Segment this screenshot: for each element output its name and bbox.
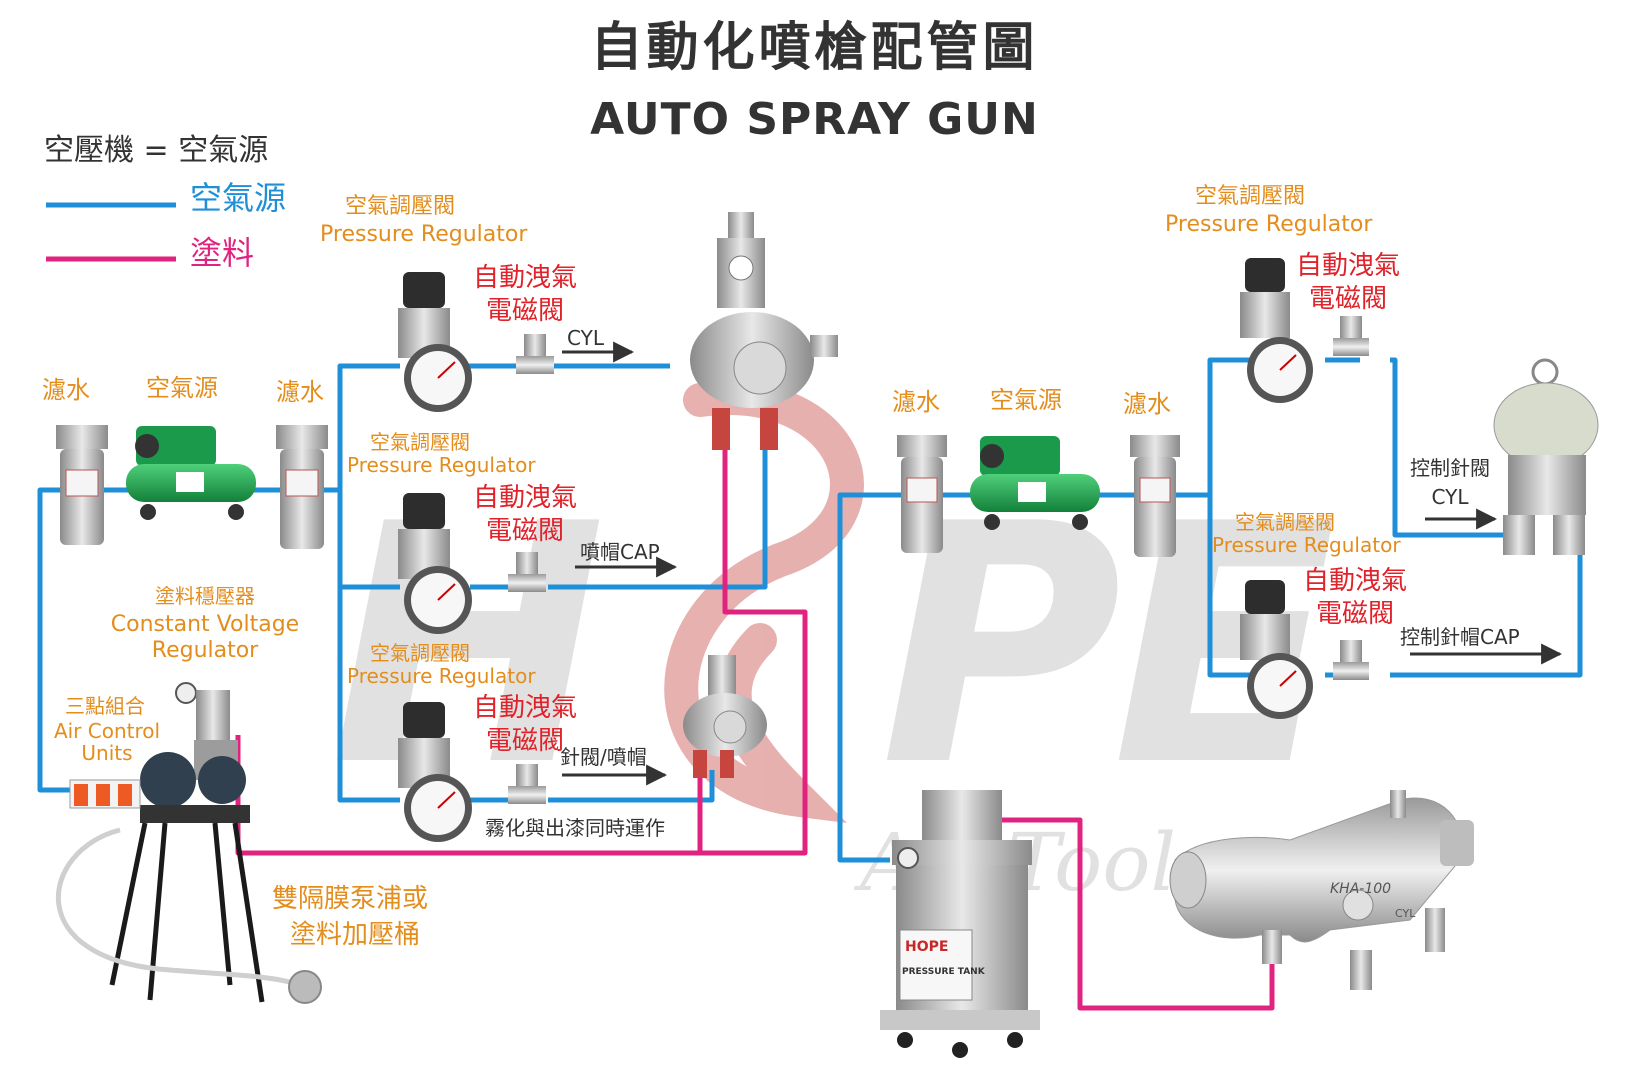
left-reg3-zh: 空氣調壓閥 [370, 641, 470, 665]
right-sol2-label: 自動洩氣電磁閥 [1290, 565, 1420, 630]
left-filter-right-label: 濾水 [276, 378, 324, 406]
left-sol3-line2: 電磁閥 [485, 725, 564, 756]
pressure-regulator-right-1 [1240, 258, 1313, 403]
direction-arrows [562, 341, 1563, 786]
pressure-regulator-right-2 [1240, 580, 1313, 719]
left-sol2-line2: 電磁閥 [485, 515, 564, 546]
paint-regulator-zh: 塗料穩壓器 [155, 584, 255, 608]
diaphragm-pump [55, 682, 322, 1004]
paint-regulator-en-2: Regulator [151, 638, 259, 663]
page-title-en: AUTO SPRAY GUN [590, 94, 1039, 145]
right-filter-right-label: 濾水 [1123, 390, 1171, 418]
spray-gun-kha-100 [1169, 790, 1474, 990]
pressure-regulator-left-2 [398, 493, 472, 634]
pump-label-1: 雙隔膜泵浦或 [272, 884, 429, 914]
left-reg1-zh: 空氣調壓閥 [345, 194, 456, 219]
right-reg2-zh: 空氣調壓閥 [1235, 510, 1335, 534]
gun-model-text: KHA-100 [1330, 881, 1392, 897]
legend-compressor-equals: 空壓機 = 空氣源 [44, 133, 269, 168]
tank-brand-text: HOPE [905, 939, 949, 955]
acu-en-2: Units [81, 741, 133, 765]
pressure-regulator-left-1 [398, 272, 472, 412]
left-arrow3-label: 針閥/噴帽 [560, 745, 647, 769]
air-compressor-right [970, 436, 1100, 530]
left-sol3-label: 自動洩氣電磁閥 [460, 692, 590, 757]
tank-label-text: PRESSURE TANK [902, 967, 985, 977]
right-sol1-line2: 電磁閥 [1308, 283, 1387, 314]
left-reg3-en: Pressure Regulator [347, 664, 536, 688]
auto-spray-gun-small [683, 655, 767, 778]
right-reg2-en: Pressure Regulator [1212, 533, 1401, 557]
pressure-regulator-left-3 [398, 702, 472, 842]
water-filter-right-b [1130, 435, 1180, 557]
left-arrow2-label: 噴帽CAP [580, 540, 660, 564]
water-filter-right-a [897, 435, 947, 553]
left-sol1-line2: 電磁閥 [485, 295, 564, 326]
left-reg2-zh: 空氣調壓閥 [370, 430, 470, 454]
solenoid-valve-right-1 [1333, 316, 1369, 356]
right-ctrl2-label: 控制針帽CAP [1400, 625, 1520, 649]
left-filter-left-label: 濾水 [42, 376, 90, 404]
right-ctrl1-label-1: 控制針閥 [1410, 456, 1490, 480]
right-ctrl1-label-2: CYL [1431, 485, 1469, 509]
legend-air-label: 空氣源 [190, 179, 287, 217]
right-sol2-line1: 自動洩氣 [1302, 566, 1407, 596]
left-sol3-line1: 自動洩氣 [472, 693, 577, 723]
pressure-tank [880, 790, 1040, 1058]
auto-spray-gun-right [1493, 358, 1599, 555]
left-sol2-line1: 自動洩氣 [472, 483, 577, 513]
legend-paint-label: 塗料 [190, 234, 255, 272]
solenoid-valve-left-1 [516, 334, 554, 374]
left-reg1-en: Pressure Regulator [320, 222, 528, 247]
right-reg1-zh: 空氣調壓閥 [1195, 184, 1306, 209]
left-arrow1-label: CYL [567, 326, 604, 350]
water-filter-left [56, 425, 108, 545]
page-title-zh: 自動化噴槍配管圖 [590, 18, 1039, 78]
paint-regulator-en-1: Constant Voltage [110, 612, 300, 637]
water-filter-right [276, 425, 328, 549]
simultaneous-label: 霧化與出漆同時運作 [485, 816, 665, 840]
left-reg2-en: Pressure Regulator [347, 453, 536, 477]
right-filter-left-label: 濾水 [892, 388, 940, 416]
acu-en-1: Air Control [53, 719, 161, 743]
solenoid-valve-right-2 [1333, 640, 1369, 680]
right-sol1-label: 自動洩氣電磁閥 [1283, 250, 1413, 315]
left-sol2-label: 自動洩氣電磁閥 [460, 482, 590, 547]
gun-port-text: CYL [1395, 907, 1416, 920]
right-paint-lines [940, 817, 1275, 1011]
solenoid-valve-left-2 [508, 552, 546, 592]
right-reg1-en: Pressure Regulator [1165, 212, 1373, 237]
left-sol1-label: 自動洩氣電磁閥 [460, 262, 590, 327]
left-air-source-label: 空氣源 [146, 374, 218, 402]
pump-label-2: 塗料加壓桶 [290, 920, 421, 950]
right-sol2-line2: 電磁閥 [1315, 598, 1394, 629]
solenoid-valve-left-3 [508, 764, 546, 804]
right-air-source-label: 空氣源 [990, 386, 1062, 414]
right-sol1-line1: 自動洩氣 [1295, 251, 1400, 281]
auto-spray-gun-large [690, 212, 838, 450]
acu-zh: 三點組合 [65, 694, 145, 718]
air-compressor-left [126, 426, 256, 520]
left-sol1-line1: 自動洩氣 [472, 263, 577, 293]
